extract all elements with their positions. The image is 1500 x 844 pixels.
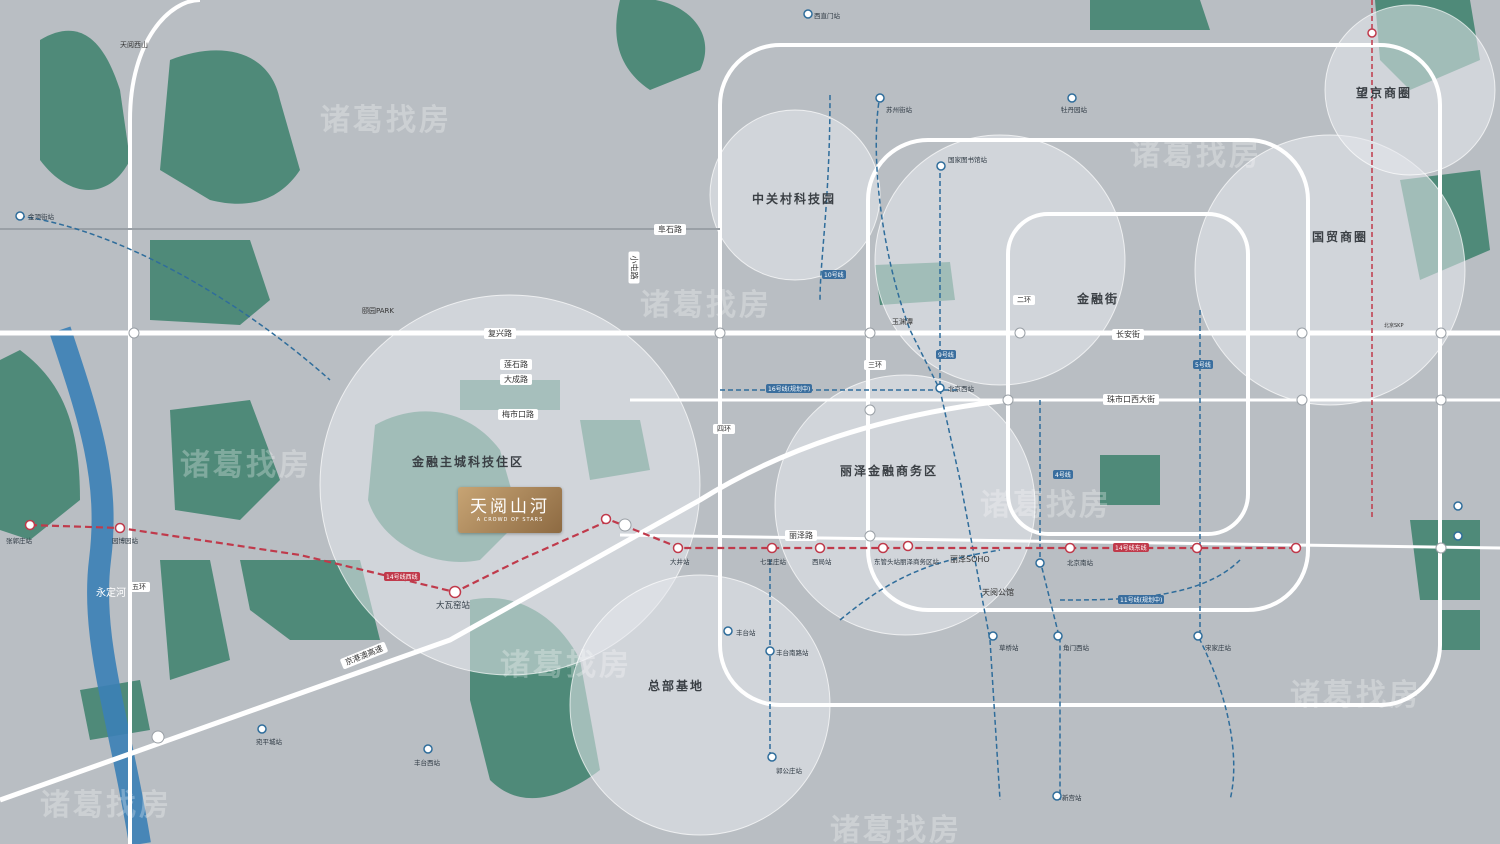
station-fengtainanlu: 丰台南路站 <box>776 649 809 657</box>
road-changanjie: 长安街 <box>1112 329 1144 340</box>
station-yuanboyuan: 园博园站 <box>112 537 138 545</box>
station-guogongzhuang: 郭公庄站 <box>776 767 802 775</box>
zone-guomao: 国贸商圈 <box>1312 230 1369 244</box>
station-guotu: 国家图书馆站 <box>948 156 987 164</box>
road-lianshilu: 莲石路 <box>500 359 532 370</box>
station-beijingxi: 北京西站 <box>948 385 974 393</box>
landmark-tianyue-xishan: 天阅西山 <box>120 41 148 49</box>
line-14 <box>29 518 1296 594</box>
watermark: 诸葛找房 <box>500 648 632 683</box>
tag-line14-west: 14号线西线 <box>384 572 420 581</box>
metro-stations <box>15 9 1463 801</box>
tag-line4: 4号线 <box>1053 470 1073 479</box>
station-dajing: 大井站 <box>670 558 690 566</box>
tag-line10: 10号线 <box>822 270 846 279</box>
zone-circles <box>319 4 1496 836</box>
river-label: 永定河 <box>96 588 126 599</box>
watermark: 诸葛找房 <box>830 813 962 844</box>
tag-line14-east: 14号线东线 <box>1113 543 1149 552</box>
landmark-skp: 北京SKP <box>1384 323 1404 329</box>
ring-roads <box>128 0 1442 844</box>
zone-jinrongjie: 金融街 <box>1077 292 1120 306</box>
tag-line9: 9号线 <box>936 350 956 359</box>
tag-line16: 16号线(规划中) <box>766 384 813 393</box>
zone-lize: 丽泽金融商务区 <box>840 464 939 478</box>
watermark: 诸葛找房 <box>1290 678 1422 713</box>
station-songjiazhuang: 宋家庄站 <box>1205 644 1231 652</box>
station-dongguantou: 东管头站 <box>874 558 900 566</box>
road-xiaotunlu: 小屯路 <box>628 251 640 284</box>
river <box>49 326 151 844</box>
watermark: 诸葛找房 <box>40 788 172 823</box>
watermark: 诸葛找房 <box>320 103 452 138</box>
station-zhangguozhuang: 张郭庄站 <box>6 537 32 545</box>
zone-wangjing: 望京商圈 <box>1356 86 1413 100</box>
project-brand[interactable]: 天阅山河 A CROWD OF STARS <box>458 487 562 533</box>
landmark-yuyuantan: 玉渊潭 <box>892 318 913 326</box>
ring-4: 四环 <box>713 424 735 434</box>
station-qilizhuang: 七里庄站 <box>760 558 786 566</box>
station-dawayao: 大瓦窑站 <box>436 601 471 611</box>
station-jindingjie: 金顶街站 <box>28 213 54 221</box>
tag-line11: 11号线(规划中) <box>1118 595 1165 604</box>
station-beijingnan: 北京南站 <box>1067 559 1093 567</box>
station-fengtaixi: 丰台西站 <box>414 759 440 767</box>
station-xizhimen: 西直门站 <box>814 12 840 20</box>
zone-zhongguancun: 中关村科技园 <box>752 192 837 206</box>
landmark-yiyuan-park: 颐园PARK <box>362 307 395 315</box>
landmark-lize-soho: 丽泽SOHO <box>950 555 990 564</box>
station-xingong: 新宫站 <box>1062 794 1082 802</box>
zone-jinrongzhucheng: 金融主城科技住区 <box>412 455 525 469</box>
watermark: 诸葛找房 <box>1130 138 1262 173</box>
line14-stations <box>24 28 1377 599</box>
project-name: 天阅山河 <box>470 497 550 517</box>
station-jiaomenxi: 角门西站 <box>1063 644 1089 652</box>
watermark: 诸葛找房 <box>980 488 1112 523</box>
station-fengtai: 丰台站 <box>736 629 756 637</box>
station-wanping: 宛平城站 <box>256 738 282 746</box>
ring-2: 二环 <box>1013 295 1035 305</box>
station-xiju: 西局站 <box>812 558 832 566</box>
interchanges <box>128 327 1447 744</box>
station-lizeshangwuqu: 丽泽商务区站 <box>900 558 939 566</box>
road-dachenglu: 大成路 <box>500 374 532 385</box>
station-mudanyuan: 牡丹园站 <box>1061 106 1087 114</box>
project-name-en: A CROWD OF STARS <box>476 517 544 523</box>
watermark: 诸葛找房 <box>180 448 312 483</box>
road-meishikou: 梅市口路 <box>498 409 538 420</box>
tag-line5: 5号线 <box>1193 360 1213 369</box>
main-roads <box>0 228 1500 803</box>
road-zhushikou: 珠市口西大街 <box>1103 394 1159 405</box>
ring-5: 五环 <box>128 582 150 592</box>
station-caoqiao: 草桥站 <box>999 644 1019 652</box>
landmark-tianyue-gongguan: 天阅公馆 <box>982 588 1014 597</box>
road-lizelu: 丽泽路 <box>785 530 817 541</box>
zone-zongbujidi: 总部基地 <box>648 679 705 693</box>
station-suzhoujie: 苏州街站 <box>886 106 912 114</box>
watermark: 诸葛找房 <box>640 288 772 323</box>
road-fuxinglu: 复兴路 <box>484 328 516 339</box>
road-fushilu: 阜石路 <box>654 224 686 235</box>
ring-3: 三环 <box>864 360 886 370</box>
